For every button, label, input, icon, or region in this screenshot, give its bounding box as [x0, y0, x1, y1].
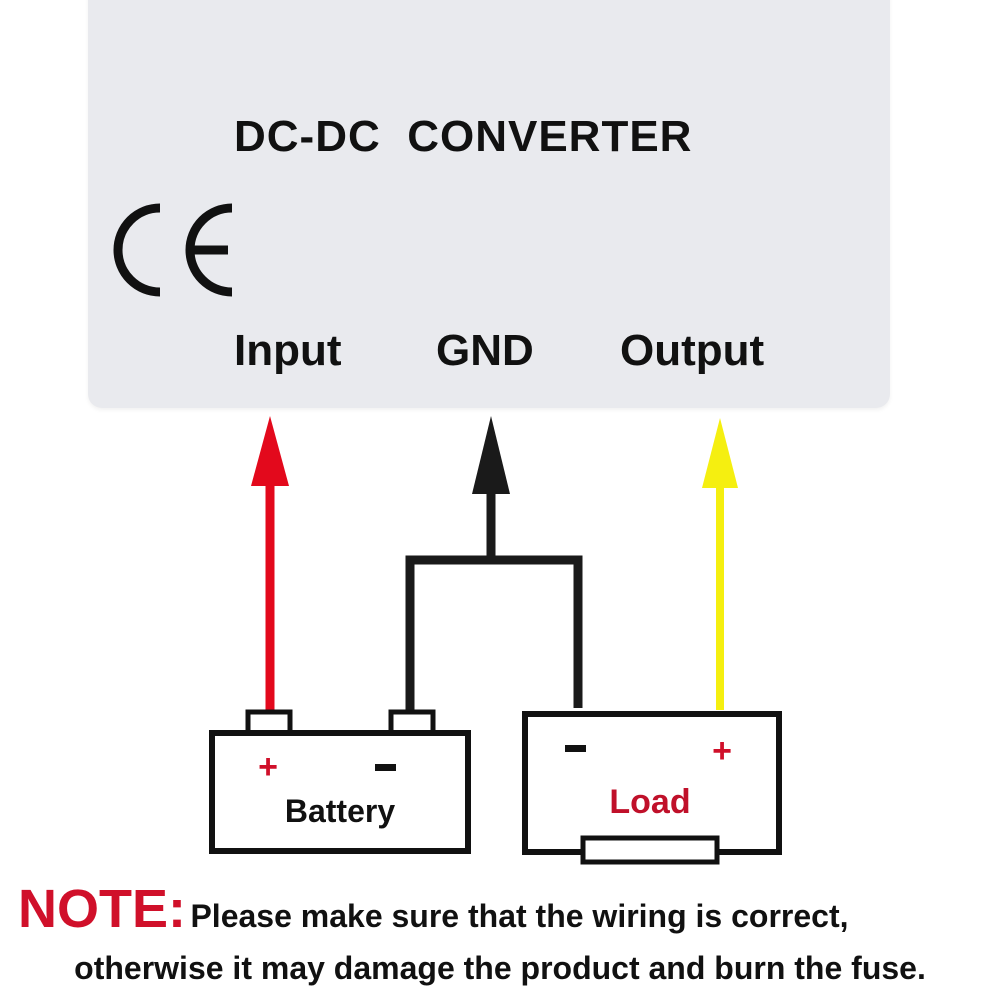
converter-panel	[88, 0, 890, 408]
input-wire	[251, 416, 289, 712]
battery-plus-post	[245, 709, 293, 736]
load-fuse	[580, 835, 720, 865]
gnd-wire	[405, 416, 583, 712]
battery-minus-sign	[375, 764, 396, 771]
terminal-gnd-label: GND	[436, 326, 534, 375]
load-body	[522, 711, 782, 855]
load: + Load	[522, 711, 782, 865]
load-minus-sign	[565, 745, 586, 752]
note-heading: NOTE:	[18, 879, 186, 939]
gnd-arrow-icon	[472, 416, 510, 494]
note: NOTE: Please make sure that the wiring i…	[18, 878, 849, 940]
device-title: DC-DC CONVERTER	[234, 112, 693, 161]
ce-mark-icon	[113, 203, 233, 297]
battery-label: Battery	[285, 793, 395, 829]
battery: + Battery	[209, 709, 471, 854]
input-arrow-icon	[251, 416, 289, 486]
terminal-output-label: Output	[620, 326, 765, 375]
note-line-2: otherwise it may damage the product and …	[74, 950, 926, 986]
load-plus-sign: +	[712, 732, 732, 770]
note-line-1: Please make sure that the wiring is corr…	[190, 898, 849, 934]
output-arrow-icon	[702, 418, 738, 488]
battery-plus-sign: +	[258, 748, 278, 786]
battery-minus-post	[388, 709, 436, 736]
battery-body	[209, 730, 471, 854]
terminal-input-label: Input	[234, 326, 342, 375]
load-label: Load	[609, 783, 690, 821]
output-wire	[702, 418, 738, 710]
